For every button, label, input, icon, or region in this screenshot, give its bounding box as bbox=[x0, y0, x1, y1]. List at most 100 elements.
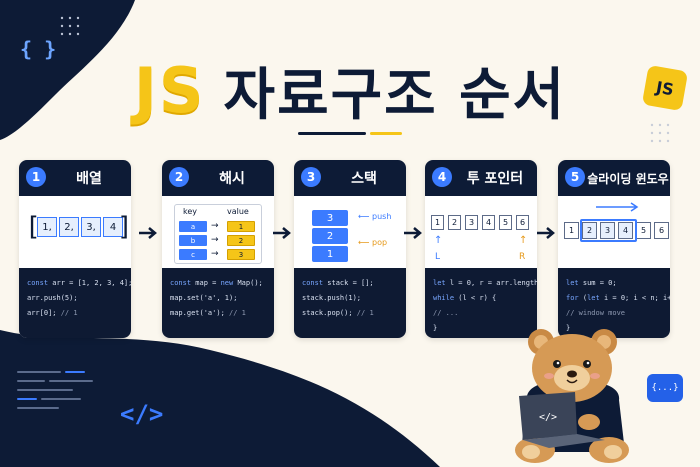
card-sliding-window: 5 슬라이딩 윈도우 1 2 3 4 5 6 let sum = 0; for … bbox=[558, 160, 670, 338]
code-snippet: const stack = []; stack.push(1); stack.p… bbox=[294, 268, 406, 338]
title-korean: 자료구조 순서 bbox=[223, 63, 567, 128]
array-cell: 5 bbox=[636, 222, 651, 239]
card-header: 2 해시 bbox=[162, 160, 274, 196]
array-cell: 3, bbox=[81, 217, 101, 237]
window-highlight bbox=[580, 219, 637, 242]
dot-grid-right bbox=[650, 123, 670, 143]
card-header: 4 투 포인터 bbox=[425, 160, 537, 196]
card-title: 해시 bbox=[219, 171, 245, 187]
code-snippet: let l = 0, r = arr.length - 1; while (l … bbox=[425, 268, 537, 338]
card-two-pointer: 4 투 포인터 1 2 3 4 5 6 ↑ ↑ L R let l = 0, r… bbox=[425, 160, 537, 338]
stack-visual: 3 2 1 ⟵ push ⟵ pop bbox=[294, 196, 406, 268]
bear-mascot-icon: </> bbox=[515, 329, 629, 463]
hash-visual: key value a → 1 b → 2 c → 3 bbox=[162, 196, 274, 268]
array-cell: 5 bbox=[499, 215, 512, 230]
code-line: const arr = [1, 2, 3, 4]; bbox=[27, 279, 131, 287]
arrow-right-icon: → bbox=[211, 235, 219, 245]
pop-text: pop bbox=[372, 238, 388, 247]
array-cell: 3 bbox=[465, 215, 478, 230]
stack-cell: 3 bbox=[312, 210, 348, 226]
hash-key: b bbox=[179, 235, 207, 246]
value-header: value bbox=[227, 207, 249, 216]
code-snippet: const map = new Map(); map.set('a', 1); … bbox=[162, 268, 274, 338]
array-cell: 2 bbox=[448, 215, 461, 230]
code-line: let l = 0, r = arr.length - 1; bbox=[433, 279, 537, 287]
bracket-right: ] bbox=[117, 214, 131, 240]
code-line: // ... bbox=[433, 309, 459, 317]
code-line: arr.push(5); bbox=[27, 294, 78, 302]
right-pointer-label: R bbox=[519, 252, 526, 262]
card-title: 슬라이딩 윈도우 bbox=[587, 172, 669, 186]
push-label: ⟵ push bbox=[358, 212, 392, 221]
code-line: let sum = 0; bbox=[566, 279, 617, 287]
arrow-right-icon bbox=[537, 227, 555, 239]
pop-label: ⟵ pop bbox=[358, 238, 388, 247]
card-array: 1 배열 [ 1, 2, 3, 4 ] const arr = [1, 2, 3… bbox=[19, 160, 131, 338]
push-text: push bbox=[372, 212, 392, 221]
array-cell: 1 bbox=[564, 222, 579, 239]
array-cell: 6 bbox=[516, 215, 529, 230]
array-cell: 1 bbox=[431, 215, 444, 230]
hash-key: c bbox=[179, 249, 207, 260]
code-tag-icon: </> bbox=[120, 400, 164, 428]
stack-cell: 1 bbox=[312, 246, 348, 262]
code-line: for (let i = 0; i < n; i++) { bbox=[566, 294, 670, 302]
top-left-wave bbox=[0, 0, 135, 140]
sliding-window-visual: 1 2 3 4 5 6 bbox=[558, 196, 670, 268]
two-pointer-visual: 1 2 3 4 5 6 ↑ ↑ L R bbox=[425, 196, 537, 268]
speech-bubble-icon: {...} bbox=[647, 374, 683, 402]
code-line: const map = new Map(); bbox=[170, 279, 263, 287]
array-cell: 2, bbox=[59, 217, 79, 237]
step-number-badge: 1 bbox=[26, 167, 46, 187]
arrow-right-icon bbox=[596, 202, 639, 212]
card-title: 투 포인터 bbox=[466, 171, 524, 187]
code-line: } bbox=[433, 324, 438, 332]
title-js: JS bbox=[133, 54, 206, 127]
title-underline-yellow bbox=[370, 132, 402, 135]
arrow-right-icon bbox=[139, 227, 157, 239]
arrow-right-icon: → bbox=[211, 249, 219, 259]
array-cell: 2 bbox=[582, 222, 597, 239]
code-line: map.set('a', 1); bbox=[170, 294, 238, 302]
card-hash: 2 해시 key value a → 1 b → 2 c → 3 const m… bbox=[162, 160, 274, 338]
step-number-badge: 3 bbox=[301, 167, 321, 187]
step-number-badge: 4 bbox=[432, 167, 452, 187]
hash-value: 1 bbox=[227, 221, 255, 232]
hash-key: a bbox=[179, 221, 207, 232]
arrow-up-icon: ↑ bbox=[519, 235, 528, 246]
page-title: JS 자료구조 순서 bbox=[0, 50, 700, 128]
stack-cell: 2 bbox=[312, 228, 348, 244]
card-stack: 3 스택 3 2 1 ⟵ push ⟵ pop const stack = []… bbox=[294, 160, 406, 338]
arrow-up-icon: ↑ bbox=[434, 235, 443, 246]
code-line: arr[0]; // 1 bbox=[27, 309, 78, 317]
array-cell: 1, bbox=[37, 217, 57, 237]
code-line: const stack = []; bbox=[302, 279, 374, 287]
arrow-right-icon: → bbox=[211, 221, 219, 231]
code-snippet: let sum = 0; for (let i = 0; i < n; i++)… bbox=[558, 268, 670, 338]
bracket-left: [ bbox=[25, 212, 41, 242]
array-cell: 6 bbox=[654, 222, 669, 239]
arrow-right-icon bbox=[404, 227, 422, 239]
js-badge: JS bbox=[641, 64, 689, 112]
laptop-code-icon: </> bbox=[539, 412, 557, 423]
hash-table: key value a → 1 b → 2 c → 3 bbox=[174, 204, 262, 264]
step-number-badge: 5 bbox=[565, 167, 585, 187]
left-pointer-label: L bbox=[435, 252, 441, 262]
bottom-left-wave bbox=[0, 330, 440, 467]
key-header: key bbox=[183, 207, 198, 216]
card-header: 3 스택 bbox=[294, 160, 406, 196]
card-header: 1 배열 bbox=[19, 160, 131, 196]
dot-grid-left bbox=[60, 16, 80, 36]
hash-value: 3 bbox=[227, 249, 255, 260]
card-title: 스택 bbox=[351, 171, 377, 187]
hash-value: 2 bbox=[227, 235, 255, 246]
array-cell: 4 bbox=[618, 222, 633, 239]
card-title: 배열 bbox=[76, 171, 102, 187]
step-number-badge: 2 bbox=[169, 167, 189, 187]
array-cell: 4 bbox=[482, 215, 495, 230]
curly-brace-icon: { } bbox=[20, 37, 57, 61]
code-lines-decor bbox=[17, 371, 93, 409]
code-line: stack.pop(); // 1 bbox=[302, 309, 374, 317]
arrow-right-icon bbox=[273, 227, 291, 239]
